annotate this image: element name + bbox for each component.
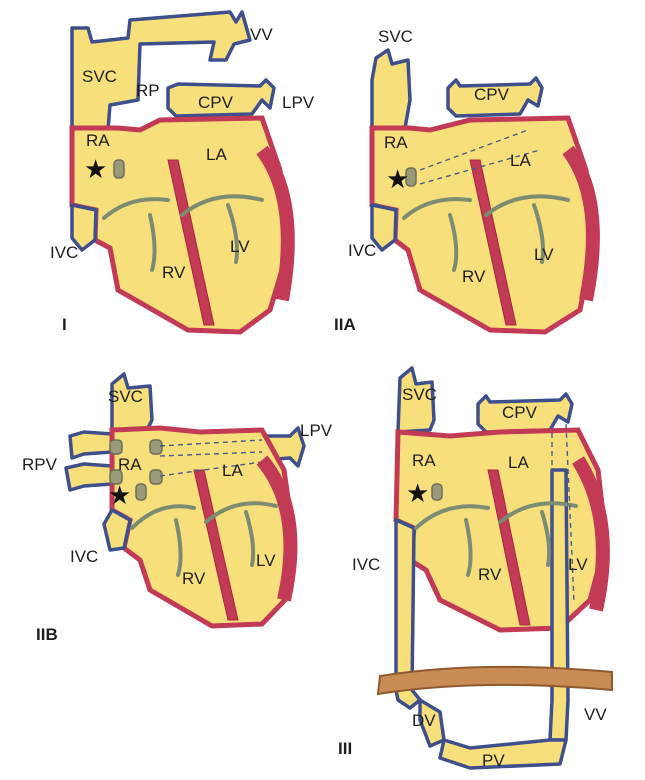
panel-numeral: IIB xyxy=(36,625,58,644)
label-ra: RA xyxy=(86,131,110,150)
label-rpv: RPV xyxy=(22,455,58,474)
star-marker-icon: ★ xyxy=(108,481,131,511)
label-rv: RV xyxy=(462,267,486,286)
label-la: LA xyxy=(508,453,529,472)
pulmonary-vein-ostium xyxy=(110,440,122,454)
label-ra: RA xyxy=(412,451,436,470)
label-la: LA xyxy=(222,461,243,480)
panel-iib xyxy=(66,374,304,626)
label-ivc: IVC xyxy=(70,547,98,566)
svc-vessel xyxy=(372,50,410,128)
rpv-vessel-lower xyxy=(66,464,112,490)
label-ivc: IVC xyxy=(50,243,78,262)
label-pv: PV xyxy=(482,751,505,770)
pulmonary-vein-ostium xyxy=(150,440,162,454)
label-lv: LV xyxy=(256,551,276,570)
panel-numeral: I xyxy=(62,315,67,334)
label-rp: RP xyxy=(136,81,160,100)
label-cpv: CPV xyxy=(502,403,538,422)
label-dv: DV xyxy=(412,711,436,730)
label-lv: LV xyxy=(230,237,250,256)
label-cpv: CPV xyxy=(198,93,234,112)
label-ivc: IVC xyxy=(348,241,376,260)
label-svc: SVC xyxy=(378,27,413,46)
star-marker-icon: ★ xyxy=(406,479,429,509)
label-la: LA xyxy=(206,145,227,164)
coronary-sinus-ostium xyxy=(432,484,442,500)
label-vv: VV xyxy=(584,705,607,724)
label-ra: RA xyxy=(118,455,142,474)
panel-numeral: IIA xyxy=(334,315,356,334)
label-rv: RV xyxy=(478,565,502,584)
rpv-vessel-upper xyxy=(70,432,112,458)
heart-i xyxy=(72,118,288,332)
label-cpv: CPV xyxy=(474,85,510,104)
ivc-vessel xyxy=(104,510,130,550)
coronary-sinus-ostium xyxy=(136,484,146,500)
star-marker-icon: ★ xyxy=(84,155,107,185)
label-rv: RV xyxy=(162,263,186,282)
diaphragm xyxy=(378,667,612,694)
label-lv: LV xyxy=(568,555,588,574)
label-rv: RV xyxy=(182,569,206,588)
label-ivc: IVC xyxy=(352,555,380,574)
star-marker-icon: ★ xyxy=(386,165,409,195)
label-lpv: LPV xyxy=(282,93,315,112)
pulmonary-vein-ostium xyxy=(150,470,162,484)
label-lv: LV xyxy=(534,245,554,264)
label-svc: SVC xyxy=(82,67,117,86)
label-lpv: LPV xyxy=(300,421,333,440)
label-ra: RA xyxy=(384,133,408,152)
label-la: LA xyxy=(510,151,531,170)
panel-numeral: III xyxy=(338,739,352,758)
label-svc: SVC xyxy=(108,387,143,406)
label-svc: SVC xyxy=(402,385,437,404)
coronary-sinus-ostium xyxy=(114,160,124,178)
label-vv: VV xyxy=(250,25,273,44)
vv-vessel xyxy=(550,470,568,740)
